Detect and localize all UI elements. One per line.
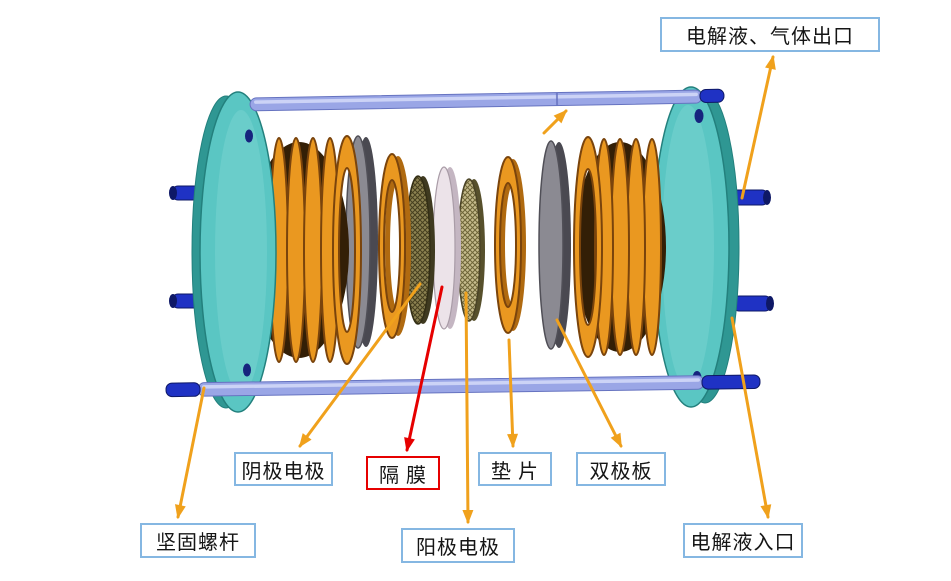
label-electrolyte-gas-outlet: 电解液、气体出口 bbox=[660, 17, 880, 52]
arrow-bipolar bbox=[555, 318, 623, 448]
arrow-gasket bbox=[507, 338, 519, 448]
arrow-gas-flow bbox=[542, 109, 568, 135]
annotation-arrows bbox=[174, 55, 776, 524]
coil-stack-right bbox=[573, 136, 666, 358]
tie-rod-top bbox=[249, 88, 725, 112]
label-gasket: 垫 片 bbox=[478, 452, 552, 486]
arrow-anode bbox=[462, 291, 474, 524]
label-bipolar-plate: 双极板 bbox=[576, 452, 666, 486]
bolt-stud-right-top bbox=[729, 189, 771, 206]
arrow-bolt bbox=[174, 386, 206, 519]
label-membrane: 隔 膜 bbox=[366, 456, 440, 490]
label-cathode-electrode: 阴极电极 bbox=[234, 452, 333, 486]
arrow-inlet bbox=[730, 316, 772, 519]
gasket-right bbox=[494, 156, 526, 334]
membrane-disc bbox=[432, 166, 461, 330]
label-electrolyte-inlet: 电解液入口 bbox=[683, 523, 803, 558]
arrow-cathode bbox=[298, 282, 422, 448]
tie-rod-bottom bbox=[165, 374, 761, 398]
label-anode-electrode: 阳极电极 bbox=[401, 528, 515, 563]
bolt-hole-icon bbox=[694, 109, 704, 123]
label-fastening-bolt: 坚固螺杆 bbox=[140, 523, 256, 558]
end-plate-left bbox=[191, 91, 277, 413]
arrow-outlet bbox=[740, 55, 776, 200]
gasket-left bbox=[378, 153, 411, 339]
anode-electrode-disc bbox=[457, 178, 485, 322]
bolt-stud-right-bottom bbox=[732, 295, 774, 312]
end-plate-right bbox=[652, 86, 740, 408]
bipolar-plate-right bbox=[538, 140, 571, 350]
bolt-hole-icon bbox=[245, 129, 253, 143]
arrow-membrane bbox=[404, 285, 444, 452]
bolt-hole-icon bbox=[243, 363, 251, 377]
